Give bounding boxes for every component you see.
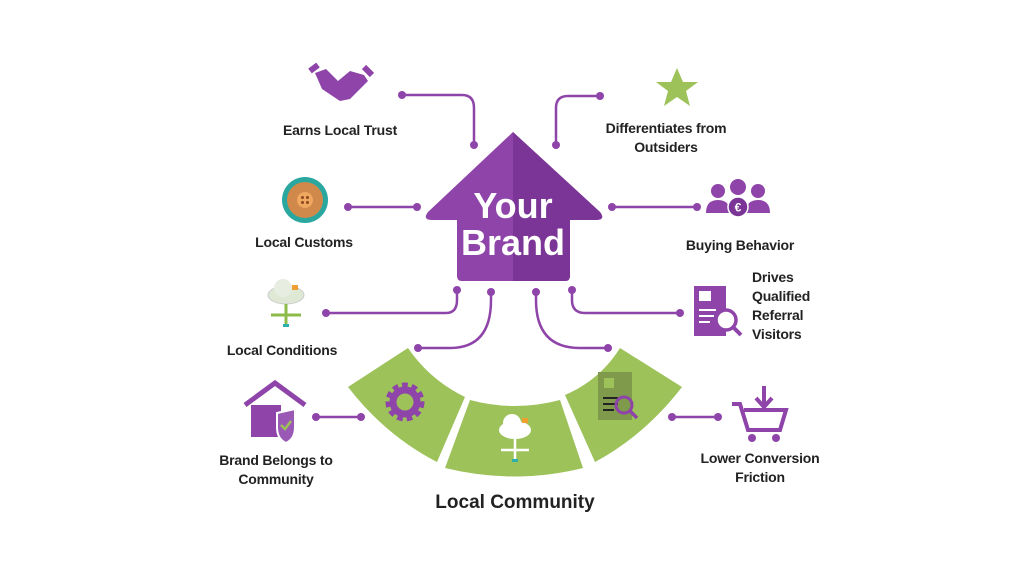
label-drives-4: Visitors [752, 326, 802, 342]
label-brand-belongs-2: Community [238, 471, 314, 487]
group-euro-icon: € [706, 179, 770, 218]
document-search-icon [694, 286, 743, 337]
label-earns-local-trust: Earns Local Trust [283, 122, 398, 138]
connectors [312, 91, 722, 421]
label-local-conditions: Local Conditions [227, 342, 338, 358]
label-brand-belongs-1: Brand Belongs to [219, 452, 332, 468]
community-label: Local Community [435, 492, 595, 513]
label-drives-3: Referral [752, 307, 803, 323]
handshake-icon [308, 62, 375, 101]
label-differentiates-2: Outsiders [634, 139, 698, 155]
label-lower-friction-2: Friction [735, 469, 785, 485]
community-segment-left [348, 348, 465, 462]
label-buying-behavior: Buying Behavior [686, 237, 795, 253]
label-local-customs: Local Customs [255, 234, 353, 250]
label-drives-2: Qualified [752, 288, 810, 304]
label-differentiates-1: Differentiates from [606, 120, 727, 136]
button-coin-icon [282, 177, 328, 223]
document-search-icon [598, 372, 639, 420]
your-brand-house: Your Brand [425, 132, 603, 281]
center-title-line1: Your [473, 185, 552, 226]
svg-text:€: € [735, 201, 742, 215]
center-title-line2: Brand [461, 222, 565, 263]
shopping-cart-icon [732, 386, 789, 442]
label-drives-1: Drives [752, 269, 794, 285]
label-lower-friction-1: Lower Conversion [701, 450, 820, 466]
star-icon [656, 68, 698, 106]
weather-vane-icon [499, 414, 531, 462]
gear-icon [385, 382, 425, 422]
weather-vane-icon [267, 279, 305, 327]
community-arc [348, 348, 682, 477]
house-shield-icon [243, 379, 307, 445]
